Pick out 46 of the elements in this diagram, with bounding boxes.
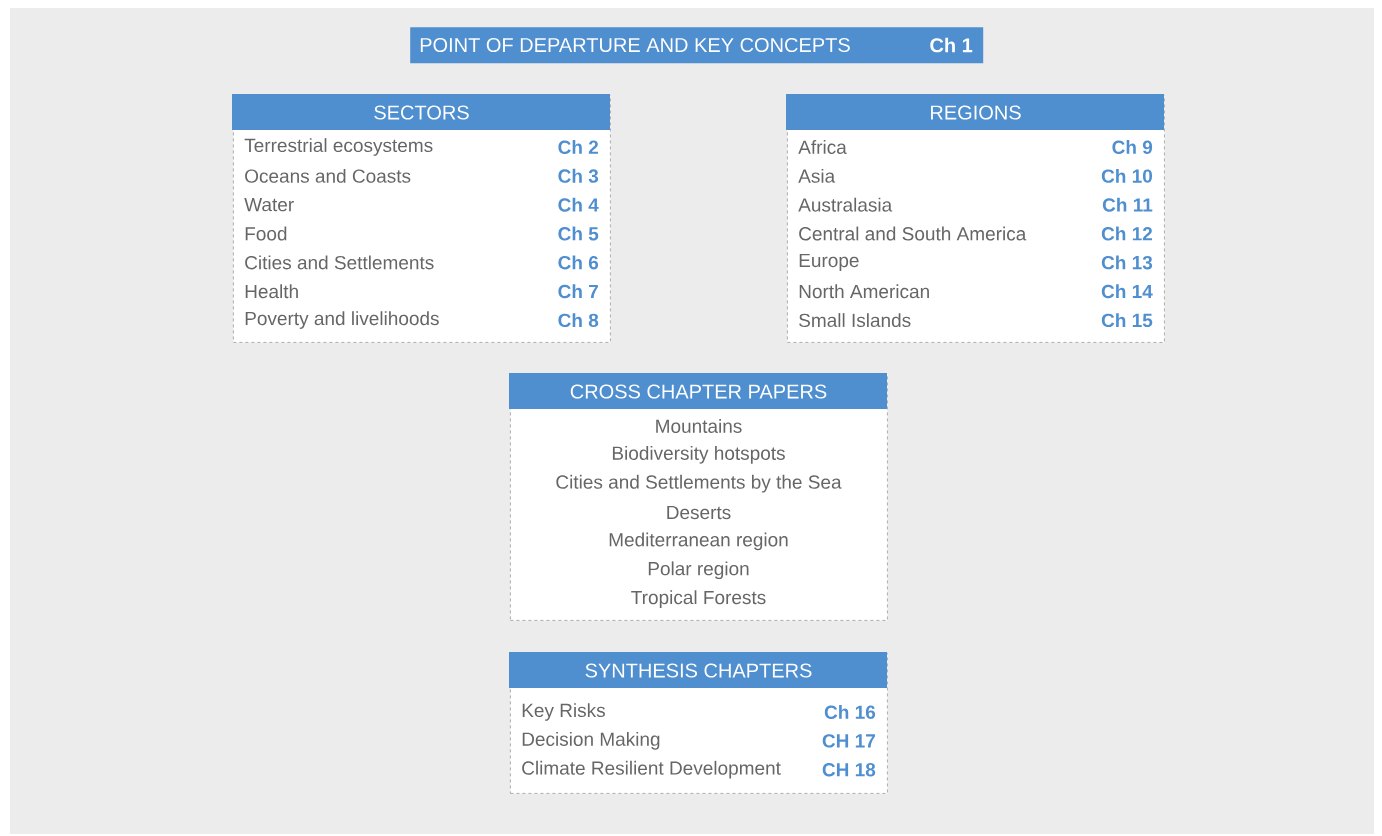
item-label: Mediterranean region bbox=[609, 532, 788, 551]
item-label: Deserts bbox=[667, 505, 731, 520]
chapter-number: Ch 15 bbox=[1101, 313, 1153, 328]
panel-header: REGIONS bbox=[786, 94, 1164, 130]
item-label: Terrestrial ecosystems bbox=[244, 138, 433, 156]
chapter-number: Ch 7 bbox=[558, 284, 598, 299]
item-label: Key Risks bbox=[522, 703, 605, 721]
chapter-number: Ch 11 bbox=[1102, 197, 1153, 212]
item-label: Oceans and Coasts bbox=[245, 168, 411, 183]
item-label: Biodiversity hotspots bbox=[612, 446, 785, 464]
item-label: Central and South America bbox=[799, 226, 1027, 241]
item-label: Mountains bbox=[656, 419, 742, 433]
item-label: Decision Making bbox=[522, 732, 660, 750]
panel-header: CROSS CHAPTER PAPERS bbox=[509, 373, 887, 409]
chapter-number: Ch 2 bbox=[558, 140, 599, 154]
chapter-number: Ch 4 bbox=[558, 197, 599, 212]
item-label: North American bbox=[799, 284, 929, 299]
chapter-number: Ch 10 bbox=[1101, 168, 1152, 183]
item-label: Food bbox=[245, 226, 287, 241]
item-label: Cities and Settlements bbox=[245, 255, 434, 270]
chapter-number: Ch 5 bbox=[558, 226, 599, 241]
item-label: Cities and Settlements by the Sea bbox=[556, 474, 842, 493]
chapter-number: Ch 8 bbox=[558, 313, 599, 328]
item-label: Africa bbox=[798, 140, 847, 154]
chapter-number: CH 17 bbox=[822, 734, 875, 748]
chapter-number: Ch 6 bbox=[558, 255, 599, 270]
chapter-number: Ch 16 bbox=[824, 705, 876, 719]
chapter-number: Ch 14 bbox=[1101, 284, 1153, 299]
panel-header: SECTORS bbox=[232, 94, 610, 130]
item-label: Tropical Forests bbox=[631, 590, 766, 608]
chapter-number: Ch 3 bbox=[558, 168, 599, 183]
header-bar: POINT OF DEPARTURE AND KEY CONCEPTS Ch 1 bbox=[410, 27, 984, 64]
chapter-number: Ch 9 bbox=[1112, 140, 1153, 154]
item-label: Climate Resilient Development bbox=[522, 760, 781, 779]
chapter-number: Ch 12 bbox=[1101, 226, 1153, 241]
item-label: Poverty and livelihoods bbox=[245, 311, 439, 329]
panel-header: SYNTHESIS CHAPTERS bbox=[509, 652, 887, 688]
item-label: Australasia bbox=[798, 197, 893, 212]
item-label: Health bbox=[245, 284, 298, 299]
item-label: Small Islands bbox=[799, 313, 911, 328]
item-label: Europe bbox=[799, 253, 859, 271]
item-label: Asia bbox=[798, 168, 836, 183]
chapter-number: CH 18 bbox=[822, 763, 876, 777]
item-label: Polar region bbox=[648, 561, 749, 580]
item-label: Water bbox=[244, 198, 294, 212]
chapter-number: Ch 13 bbox=[1101, 255, 1153, 270]
